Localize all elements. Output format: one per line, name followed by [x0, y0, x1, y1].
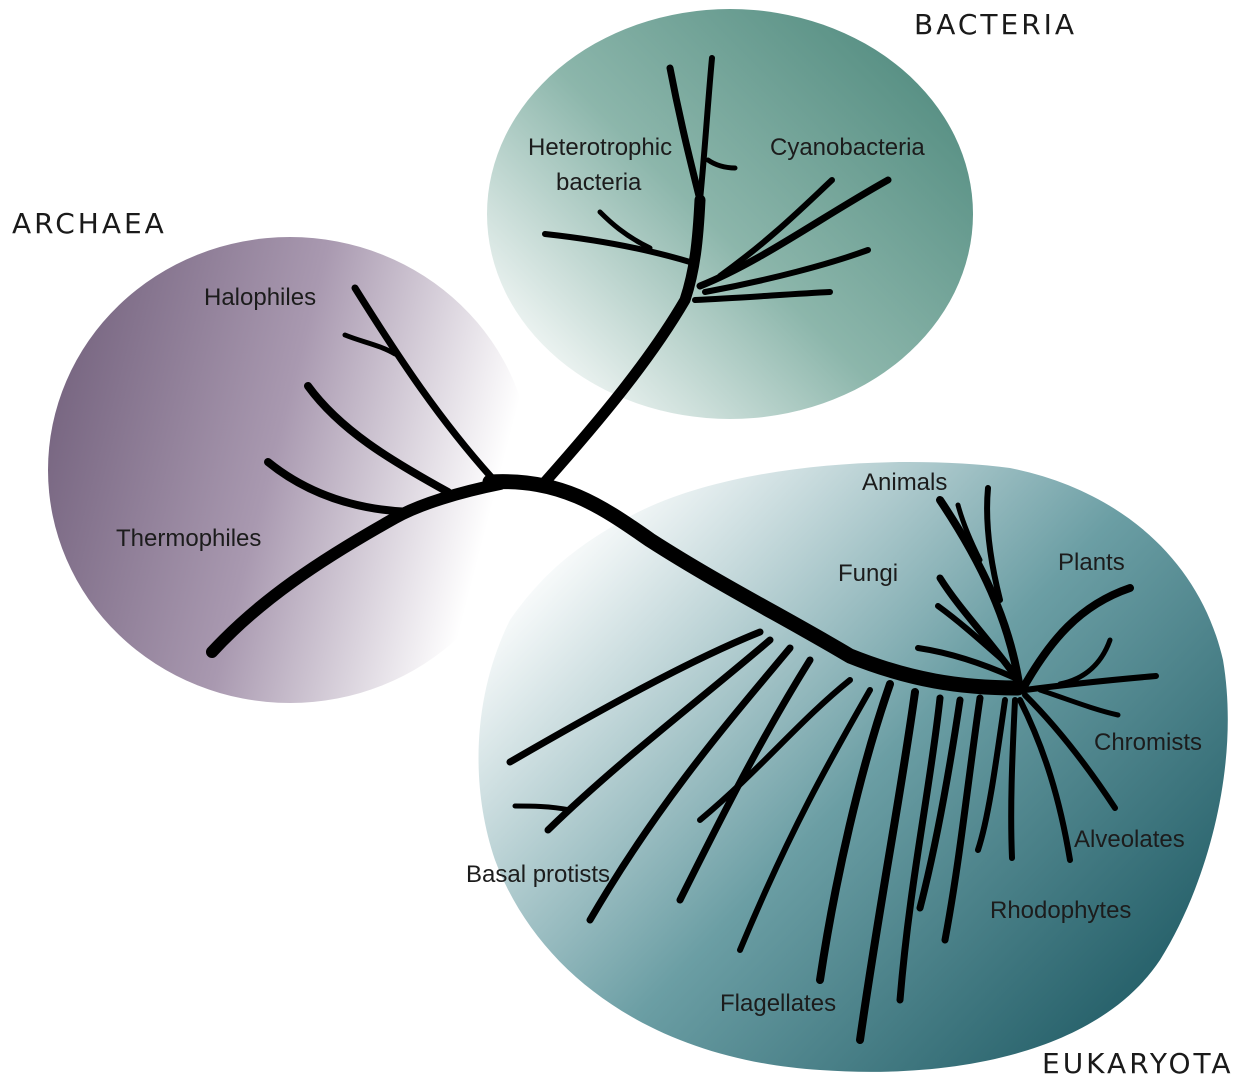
- halophiles-label: Halophiles: [204, 284, 316, 311]
- bacteria-label: BACTERIA: [914, 8, 1077, 41]
- animals-label: Animals: [862, 469, 947, 496]
- chromists-label: Chromists: [1094, 729, 1202, 756]
- archaea-label: ARCHAEA: [12, 207, 167, 240]
- cyanobacteria-label: Cyanobacteria: [770, 134, 925, 161]
- rhodophytes-label: Rhodophytes: [990, 897, 1131, 924]
- fungi-label: Fungi: [838, 560, 898, 587]
- basal-protists-label: Basal protists: [466, 861, 610, 888]
- heterotrophic-bacteria-label-line1: Heterotrophic: [528, 134, 672, 161]
- thermophiles-label: Thermophiles: [116, 525, 261, 552]
- plants-label: Plants: [1058, 549, 1125, 576]
- heterotrophic-bacteria-label-line2: bacteria: [556, 169, 642, 196]
- bacteria-region: [487, 9, 973, 419]
- alveolates-label: Alveolates: [1074, 826, 1185, 853]
- flagellates-label: Flagellates: [720, 990, 836, 1017]
- eukaryota-label: EUKARYOTA: [1042, 1047, 1234, 1078]
